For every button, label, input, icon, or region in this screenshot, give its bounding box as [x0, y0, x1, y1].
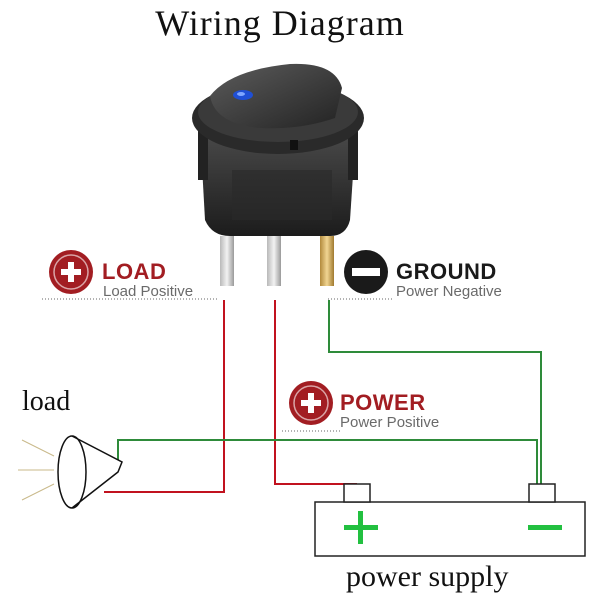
lamp-icon	[18, 435, 123, 509]
power-terminal-label: POWER	[340, 390, 426, 415]
power-supply-label: power supply	[346, 560, 509, 593]
rocker-paddle	[210, 63, 342, 129]
diagram-title: Wiring Diagram	[155, 3, 405, 43]
rocker-switch	[192, 63, 364, 286]
load-badge-icon	[49, 250, 93, 294]
load-pin	[220, 236, 234, 286]
positive-terminal	[343, 483, 371, 503]
wire-load-return	[117, 439, 538, 484]
wire-load-positive	[104, 300, 225, 493]
load-terminal-label: LOAD	[102, 259, 167, 284]
ground-terminal-sub: Power Negative	[396, 283, 502, 300]
ground-pin	[320, 236, 334, 286]
ground-terminal-label: GROUND	[396, 259, 497, 284]
load-terminal-sub: Load Positive	[103, 283, 194, 300]
wire-ground	[328, 300, 542, 484]
ground-badge-icon	[344, 250, 388, 294]
power-pin	[267, 236, 281, 286]
negative-terminal	[528, 483, 556, 503]
power-terminal-sub: Power Positive	[340, 414, 440, 431]
power-badge-icon	[289, 381, 333, 425]
minus-symbol	[528, 525, 562, 530]
load-label: load	[22, 386, 71, 417]
power-supply	[314, 483, 586, 557]
